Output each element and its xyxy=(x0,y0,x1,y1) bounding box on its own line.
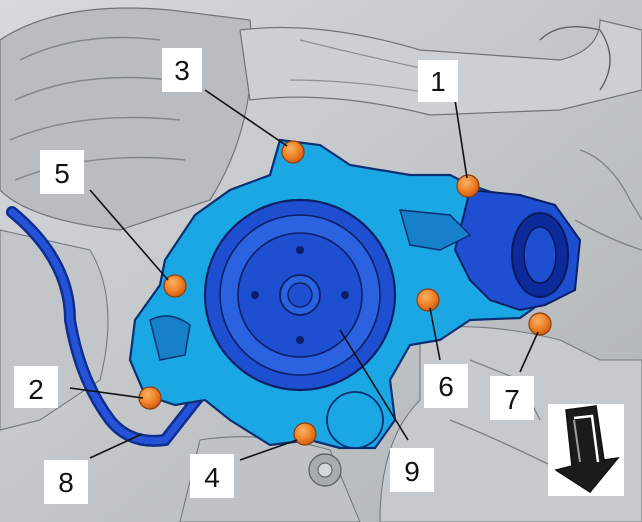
bolt-7 xyxy=(528,312,552,336)
coolant-hose xyxy=(6,206,244,447)
callout-6-label: 6 xyxy=(438,371,454,402)
bolt-5 xyxy=(163,274,187,298)
callout-4-label: 4 xyxy=(204,462,220,493)
leader-6 xyxy=(429,307,441,361)
leader-5 xyxy=(89,189,169,281)
callout-5: 5 xyxy=(40,150,84,194)
callout-5-label: 5 xyxy=(54,158,70,189)
bolt-6 xyxy=(416,288,440,312)
callout-6: 6 xyxy=(424,364,468,408)
leader-1 xyxy=(454,99,468,179)
callout-7: 7 xyxy=(490,376,534,420)
callout-4: 4 xyxy=(190,454,234,498)
callout-9: 9 xyxy=(390,448,434,492)
bolts xyxy=(138,140,552,446)
callout-8-label: 8 xyxy=(58,467,74,498)
callout-3: 3 xyxy=(162,48,202,92)
callout-3-label: 3 xyxy=(174,55,190,86)
callout-1-label: 1 xyxy=(430,66,446,97)
callout-7-label: 7 xyxy=(504,384,520,415)
bolt-1 xyxy=(456,174,480,198)
leader-3 xyxy=(204,89,288,147)
callout-9-label: 9 xyxy=(404,456,420,487)
leader-9 xyxy=(339,329,409,441)
leader-lines xyxy=(69,89,539,461)
leader-7 xyxy=(519,331,539,373)
bolt-4 xyxy=(293,422,317,446)
water-pump-housing xyxy=(128,138,582,450)
callout-8: 8 xyxy=(44,460,88,504)
front-direction-arrow-icon xyxy=(548,404,624,496)
leader-4 xyxy=(239,439,298,461)
leader-8 xyxy=(89,433,143,459)
callout-2-label: 2 xyxy=(28,374,44,405)
callout-1: 1 xyxy=(418,60,458,102)
bolt-3 xyxy=(281,140,305,164)
leader-2 xyxy=(69,387,144,399)
callout-labels: 1 2 3 4 5 6 7 xyxy=(14,48,534,504)
callout-2: 2 xyxy=(14,366,58,408)
